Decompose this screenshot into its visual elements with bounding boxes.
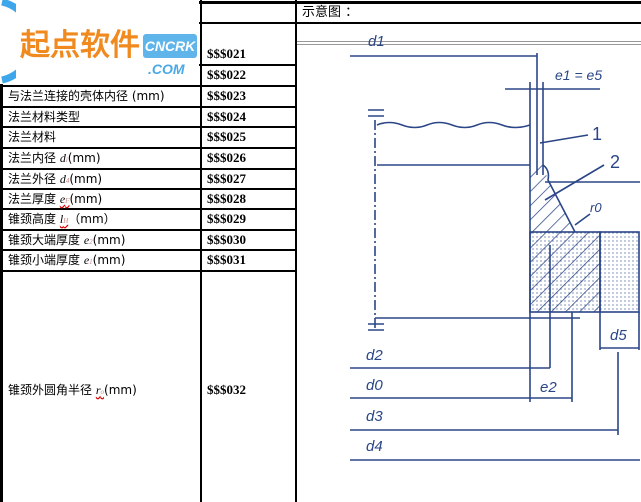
leader-1 [539,134,589,144]
row-divider [0,147,295,149]
row-value: $$$029 [207,211,246,226]
label-part-1: 1 [592,124,602,144]
symbol-letter: r [95,383,101,397]
symbol: ro [96,383,104,397]
row-label-hub-large-end-thickness: 锥颈大端厚度 e2(mm) [8,230,125,252]
symbol: eF [60,192,70,206]
symbol-subscript: o [100,388,105,396]
symbol-subscript: F [65,197,70,205]
symbol-subscript: H [63,217,69,225]
row-label-flange-outer-diameter: 法兰外径 d4(mm) [8,169,102,191]
symbol: e1 [84,253,93,267]
row-divider [0,188,295,190]
column-divider [200,0,202,502]
row-divider [0,85,295,87]
logo-arc-icon [1,0,16,84]
hub-outline [542,164,576,233]
row-divider [0,22,641,24]
row-value: $$$032 [207,382,246,397]
label-text: 法兰外径 [8,172,57,186]
label-d2: d2 [366,347,383,364]
row-label-flange-inner-diameter: 法兰内径 di(mm) [8,148,101,170]
logo-badge: CNCRK [143,34,197,58]
label-d1: d1 [368,33,385,50]
unit: （mm） [68,212,116,226]
label-d4: d4 [366,438,383,455]
label-part-2: 2 [610,152,620,172]
symbol-subscript: i [65,156,68,164]
unit: (mm) [104,383,137,397]
row-divider [0,126,295,128]
row-label: 法兰材料类型 [8,110,81,124]
label-d5: d5 [610,327,627,344]
row-divider [0,168,295,170]
diagram-header: 示意图 ： [302,5,359,20]
flange-dots [530,232,600,312]
row-value: $$$021 [207,46,246,61]
logo-domain: .COM [148,61,185,77]
wavy-break-line [376,121,531,129]
label-text: 锥颈小端厚度 [8,253,81,267]
row-divider [0,208,295,210]
row-divider [0,229,295,231]
label-text: 锥颈大端厚度 [8,233,81,247]
row-divider [0,106,295,108]
symbol: d4 [60,172,70,186]
section-divider [297,41,641,45]
table-border-top [0,1,641,4]
row-value: $$$030 [207,232,246,247]
label-e2: e2 [540,379,557,396]
row-label-hub-height: 锥颈高度 lH（mm） [8,209,116,231]
break-mark [368,109,384,331]
label-text: 锥颈高度 [8,212,57,226]
unit: (mm) [67,151,101,165]
label-d0: d0 [366,377,383,394]
symbol-subscript: 4 [65,177,70,185]
label-text: 锥颈外圆角半径 [8,383,93,397]
row-value: $$$028 [207,191,246,206]
unit: (mm) [69,172,103,186]
row-label-hub-small-end-thickness: 锥颈小端厚度 e1(mm) [8,250,125,272]
row-label: 法兰材料 [8,130,57,144]
symbol-letter: l [59,212,64,226]
symbol-letter: e [59,192,66,206]
symbol-subscript: 1 [89,258,93,266]
logo-text: 起点软件 [20,28,140,63]
column-divider [295,0,297,502]
hub-hatch [530,165,575,232]
label-text: 法兰内径 [8,151,57,165]
row-value: $$$022 [207,67,246,82]
row-label: 与法兰连接的壳体内径 (mm) [8,89,165,103]
label-text: 法兰厚度 [8,192,57,206]
row-label-hub-fillet-radius: 锥颈外圆角半径 ro(mm) [8,380,137,402]
table-border-left [0,0,3,502]
gasket-dots [600,232,639,312]
row-value: $$$031 [207,252,246,267]
unit: (mm) [92,253,126,267]
watermark-logo: 起点软件 CNCRK .COM [0,0,199,84]
symbol-letter: d [59,172,66,186]
symbol: di [60,151,68,165]
symbol-letter: d [59,151,66,165]
row-value: $$$025 [207,129,246,144]
symbol: e2 [84,233,93,247]
label-e1-e5: e1 = e5 [555,67,602,83]
row-divider [0,270,295,272]
symbol-letter: e [83,253,90,267]
unit: (mm) [92,233,126,247]
row-value: $$$023 [207,88,246,103]
row-value: $$$026 [207,150,246,165]
label-r0: r0 [590,200,602,215]
symbol: lH [60,212,68,226]
unit: (mm) [69,192,103,206]
row-value: $$$024 [207,109,246,124]
row-divider [0,249,295,251]
symbol-subscript: 2 [89,238,93,246]
symbol-letter: e [83,233,90,247]
row-value: $$$027 [207,171,246,186]
row-label-flange-thickness: 法兰厚度 eF(mm) [8,189,102,211]
label-d3: d3 [366,408,383,425]
